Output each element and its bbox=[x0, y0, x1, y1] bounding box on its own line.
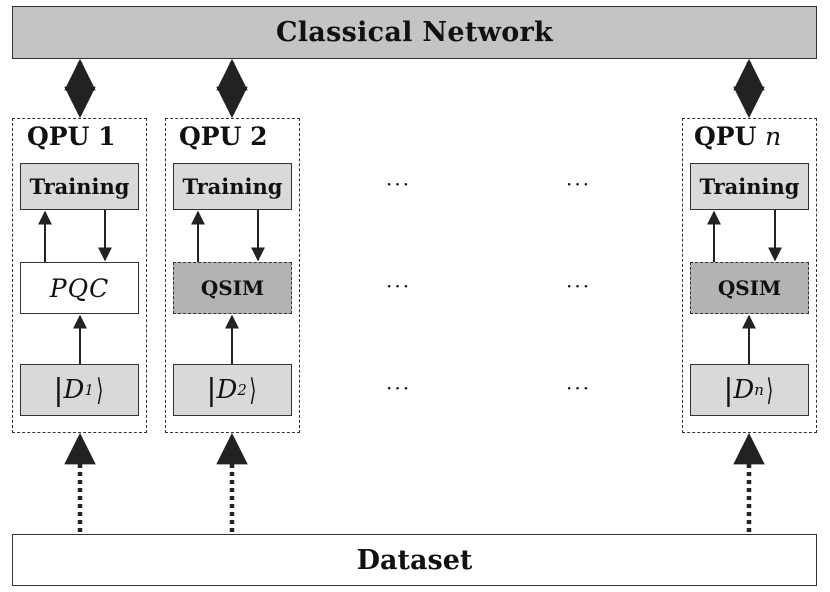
qpu-n-container bbox=[682, 118, 817, 433]
qpu-n-qsim-box: QSIM bbox=[690, 262, 809, 314]
ellipsis-middle-right: ··· bbox=[566, 274, 592, 298]
qpu-1-training-box: Training bbox=[20, 163, 139, 210]
qpu-n-index: n bbox=[765, 122, 782, 151]
qpu-2-index: 2 bbox=[250, 122, 268, 151]
qpu-1-pqc-box: PQC bbox=[20, 262, 139, 314]
classical-network-bar: Classical Network bbox=[12, 6, 817, 59]
qpu-1-title: QPU 1 bbox=[27, 122, 116, 151]
classical-network-label: Classical Network bbox=[275, 17, 554, 48]
dataset-label: Dataset bbox=[356, 544, 473, 576]
qpu-2-qsim-box: QSIM bbox=[173, 262, 292, 314]
qpu-1-container bbox=[12, 118, 147, 433]
qpu-n-title: QPU n bbox=[694, 122, 782, 151]
ellipsis-middle-left: ··· bbox=[386, 274, 412, 298]
qpu-1-index: 1 bbox=[98, 122, 116, 151]
ellipsis-training-right: ··· bbox=[566, 172, 592, 196]
ellipsis-state-right: ··· bbox=[566, 376, 592, 400]
qpu-n-training-box: Training bbox=[690, 163, 809, 210]
dataset-bar: Dataset bbox=[12, 534, 817, 586]
qpu-2-container bbox=[165, 118, 300, 433]
qpu-2-training-box: Training bbox=[173, 163, 292, 210]
ellipsis-state-left: ··· bbox=[386, 376, 412, 400]
qpu-2-title: QPU 2 bbox=[179, 122, 268, 151]
ellipsis-training-left: ··· bbox=[386, 172, 412, 196]
